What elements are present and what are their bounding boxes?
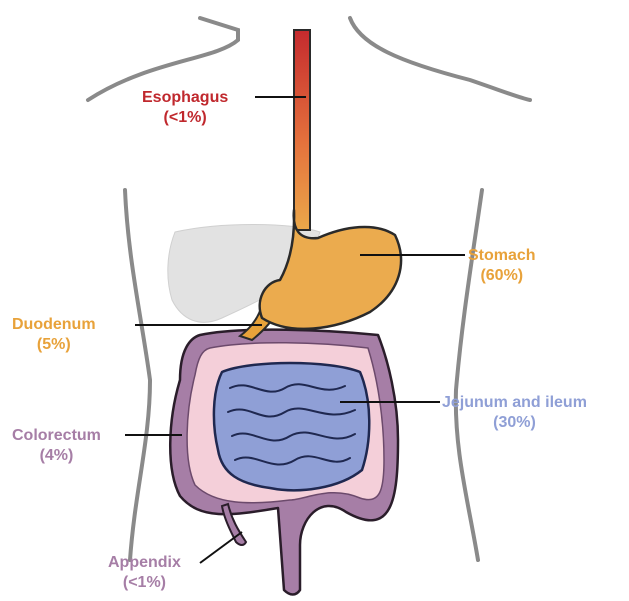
jejunum-value: (30%) <box>442 413 587 433</box>
label-stomach: Stomach (60%) <box>468 246 536 286</box>
jejunum-name: Jejunum and ileum <box>442 393 587 413</box>
small-intestine-shape <box>214 363 369 490</box>
appendix-name: Appendix <box>108 553 181 573</box>
appendix-value: (<1%) <box>108 573 181 593</box>
label-esophagus: Esophagus (<1%) <box>142 88 228 128</box>
esophagus-value: (<1%) <box>142 108 228 128</box>
duodenum-name: Duodenum <box>12 315 96 335</box>
stomach-value: (60%) <box>468 266 536 286</box>
right-neck-outline <box>350 18 530 100</box>
label-duodenum: Duodenum (5%) <box>12 315 96 355</box>
label-jejunum: Jejunum and ileum (30%) <box>442 393 587 433</box>
left-torso-outline <box>125 190 150 560</box>
esophagus-name: Esophagus <box>142 88 228 108</box>
colorectum-value: (4%) <box>12 446 101 466</box>
label-colorectum: Colorectum (4%) <box>12 426 101 466</box>
stomach-name: Stomach <box>468 246 536 266</box>
duodenum-value: (5%) <box>12 335 96 355</box>
label-appendix: Appendix (<1%) <box>108 553 181 593</box>
leader-appendix <box>200 532 242 563</box>
colorectum-name: Colorectum <box>12 426 101 446</box>
esophagus-shape <box>294 30 310 230</box>
